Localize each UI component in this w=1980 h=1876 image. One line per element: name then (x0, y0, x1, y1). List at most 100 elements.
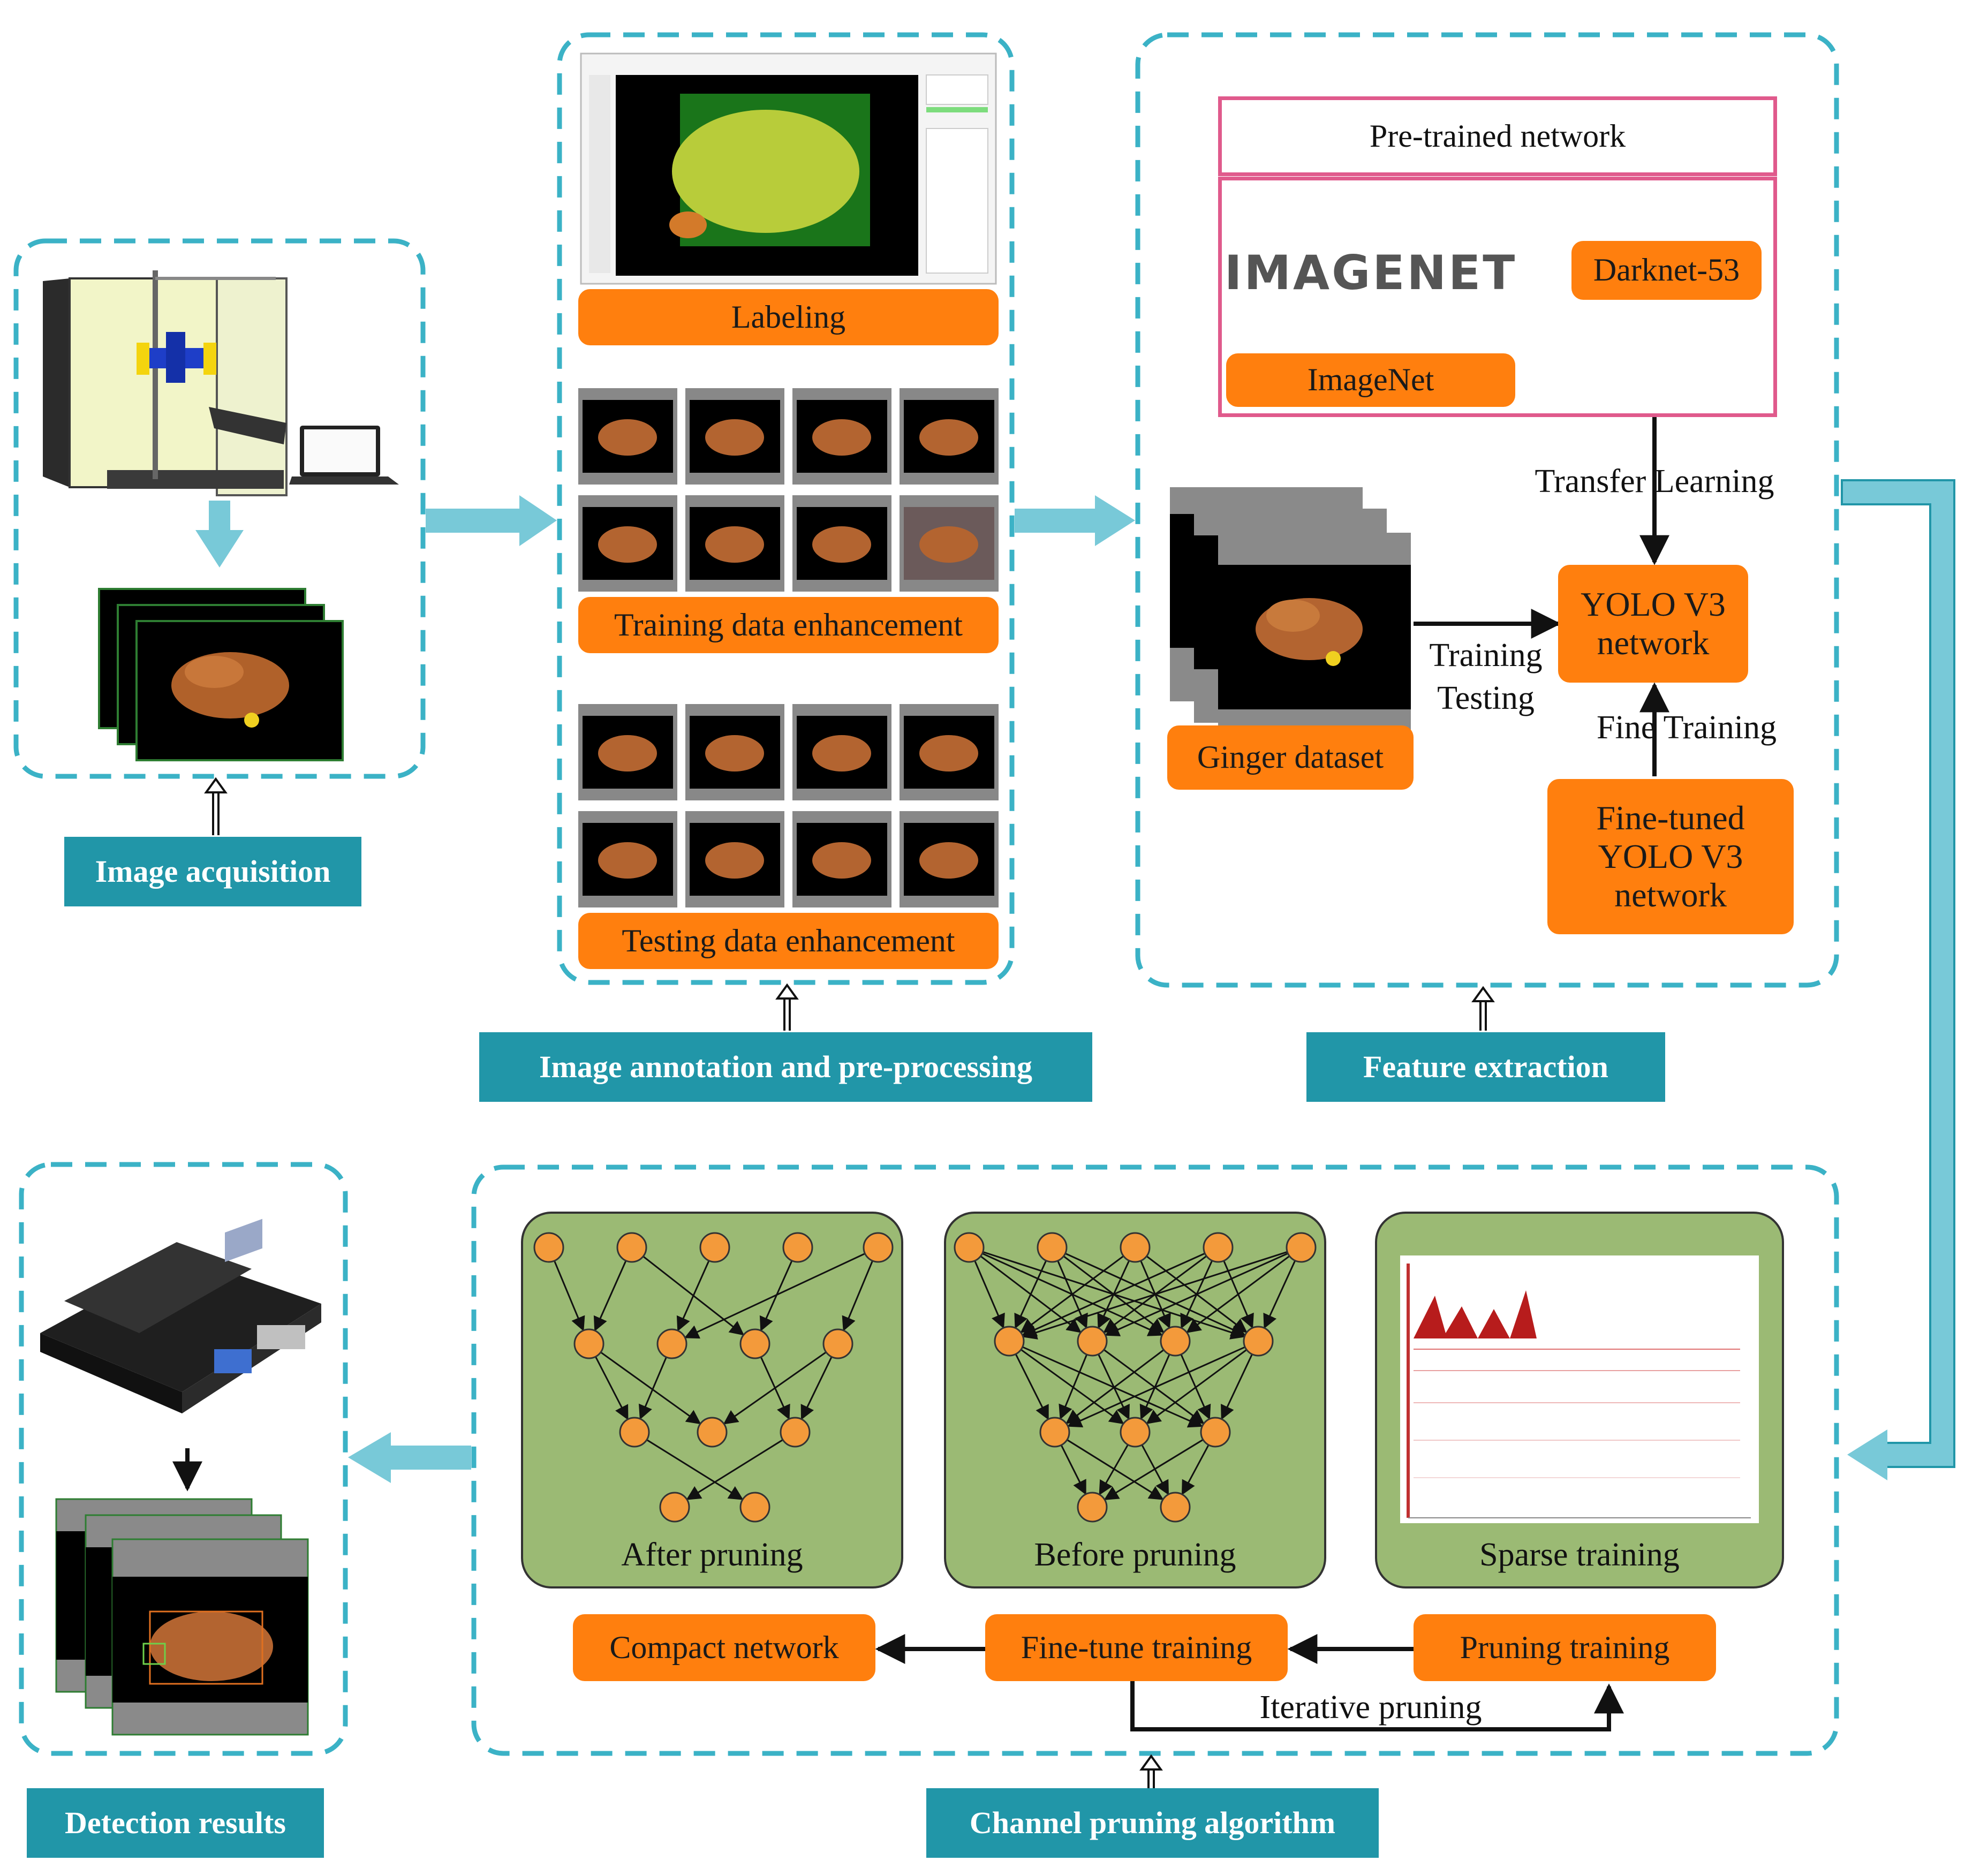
network-node (1160, 1326, 1191, 1357)
network-node (616, 1232, 647, 1263)
acquisition-panel (13, 238, 426, 779)
pointer-pruning (1139, 1754, 1163, 1788)
network-edge (1221, 1354, 1253, 1420)
thumbnail-ginger (598, 526, 657, 563)
network-edge (638, 1357, 667, 1420)
network-edge (1099, 1444, 1129, 1496)
testing-enhancement-label: Testing data enhancement (578, 913, 999, 969)
network-node (573, 1328, 604, 1359)
full-network-graph (954, 1232, 1317, 1523)
testing-label: Testing (1437, 680, 1535, 717)
transfer-learning-label: Transfer Learning (1535, 463, 1774, 500)
training-enhancement-label: Training data enhancement (578, 597, 999, 653)
thumbnail-ginger (598, 842, 657, 879)
sparse-training-label: Sparse training (1479, 1537, 1680, 1574)
network-edge (1186, 1255, 1290, 1333)
finetuned-yolo-box: Fine-tuned YOLO V3 network (1547, 779, 1794, 934)
network-node (619, 1417, 650, 1448)
network-node (533, 1232, 564, 1263)
network-edge (800, 1357, 833, 1420)
pruning-training-label: Pruning training (1414, 1614, 1716, 1681)
network-edge (1022, 1253, 1205, 1336)
imagenet-logo-text: IMAGENET (1224, 245, 1517, 300)
pointer-acquisition (204, 777, 228, 835)
feature-panel (1135, 32, 1839, 988)
network-node (697, 1417, 728, 1448)
detection-result-stack (55, 1498, 309, 1736)
finetuned-line-1: Fine-tuned (1596, 799, 1745, 837)
pretrained-network-label: Pre-trained network (1369, 118, 1626, 154)
network-edge (974, 1261, 1005, 1329)
network-edge (646, 1439, 744, 1500)
network-node (782, 1232, 813, 1263)
network-node (739, 1492, 770, 1523)
before-pruning-label: Before pruning (1034, 1537, 1236, 1574)
pruning-panel (471, 1164, 1839, 1756)
network-edge (1015, 1354, 1049, 1420)
network-edge (686, 1439, 783, 1500)
arrow-acq-to-annot-head (519, 495, 557, 546)
network-node (1077, 1326, 1108, 1357)
thumbnail-ginger (919, 526, 978, 563)
network-edge (723, 1351, 826, 1425)
before-pruning-card (944, 1212, 1326, 1588)
thumbnail-ginger (705, 526, 764, 563)
arrow-pruning-to-detection-head (348, 1432, 391, 1483)
stage-label-feature-extraction: Feature extraction (1306, 1032, 1665, 1102)
labeling-label: Labeling (578, 289, 999, 345)
arrow-feature-to-pruning-head (1847, 1429, 1887, 1480)
finetune-training-label: Fine-tune training (985, 1614, 1288, 1681)
network-edge (1146, 1349, 1247, 1424)
thumbnail-ginger (919, 842, 978, 879)
thumbnail-ginger (919, 419, 978, 456)
network-edge (1014, 1260, 1047, 1329)
network-edge (1067, 1347, 1245, 1427)
network-node (994, 1326, 1025, 1357)
thumbnail-ginger (598, 419, 657, 456)
light-arrow-down (209, 501, 230, 533)
network-edge (1067, 1439, 1164, 1500)
thumbnail-ginger (919, 735, 978, 771)
thumbnail-ginger (812, 842, 871, 879)
arrow-pruning-to-detection (388, 1446, 471, 1470)
network-node (1243, 1326, 1274, 1357)
light-arrow-down-head (195, 530, 244, 568)
network-edge (1023, 1346, 1203, 1428)
pruned-network-graph (533, 1232, 894, 1523)
thumbnail-ginger (812, 526, 871, 563)
network-node (739, 1328, 770, 1359)
yolo-line-2: network (1597, 624, 1710, 662)
network-node (822, 1328, 853, 1359)
network-edge (1021, 1349, 1124, 1425)
after-pruning-card (521, 1212, 903, 1588)
jetson-board-illustration (40, 1219, 321, 1413)
yolo-v3-network-box: YOLO V3 network (1558, 565, 1748, 683)
network-edge (1098, 1354, 1130, 1420)
acquired-image-stack (98, 588, 344, 761)
training-thumbnails (578, 388, 999, 592)
network-node (1120, 1232, 1151, 1263)
network-edge (1105, 1253, 1288, 1336)
ginger-dataset-label: Ginger dataset (1167, 725, 1414, 790)
ginger-dataset-stack (1170, 487, 1411, 747)
network-node (1286, 1232, 1317, 1263)
network-edge (593, 1260, 626, 1332)
finetuned-line-3: network (1614, 875, 1727, 914)
arrow-annot-to-feature (1015, 509, 1098, 533)
network-edge (1104, 1439, 1203, 1500)
testing-thumbnails (578, 704, 999, 907)
sparse-training-histogram (1400, 1255, 1759, 1523)
darknet-label: Darknet-53 (1571, 241, 1762, 300)
thumbnail-ginger (812, 735, 871, 771)
imaging-cabinet-illustration (43, 270, 399, 496)
network-edge (1065, 1349, 1164, 1424)
pointer-feature (1471, 986, 1495, 1031)
network-node (659, 1492, 690, 1523)
network-edge (842, 1261, 873, 1332)
network-node (1037, 1232, 1068, 1263)
network-edge (676, 1260, 709, 1332)
stage-label-channel-pruning: Channel pruning algorithm (926, 1788, 1379, 1858)
thumbnail-ginger (705, 735, 764, 771)
network-edge (684, 1253, 865, 1339)
network-node (1200, 1417, 1231, 1448)
